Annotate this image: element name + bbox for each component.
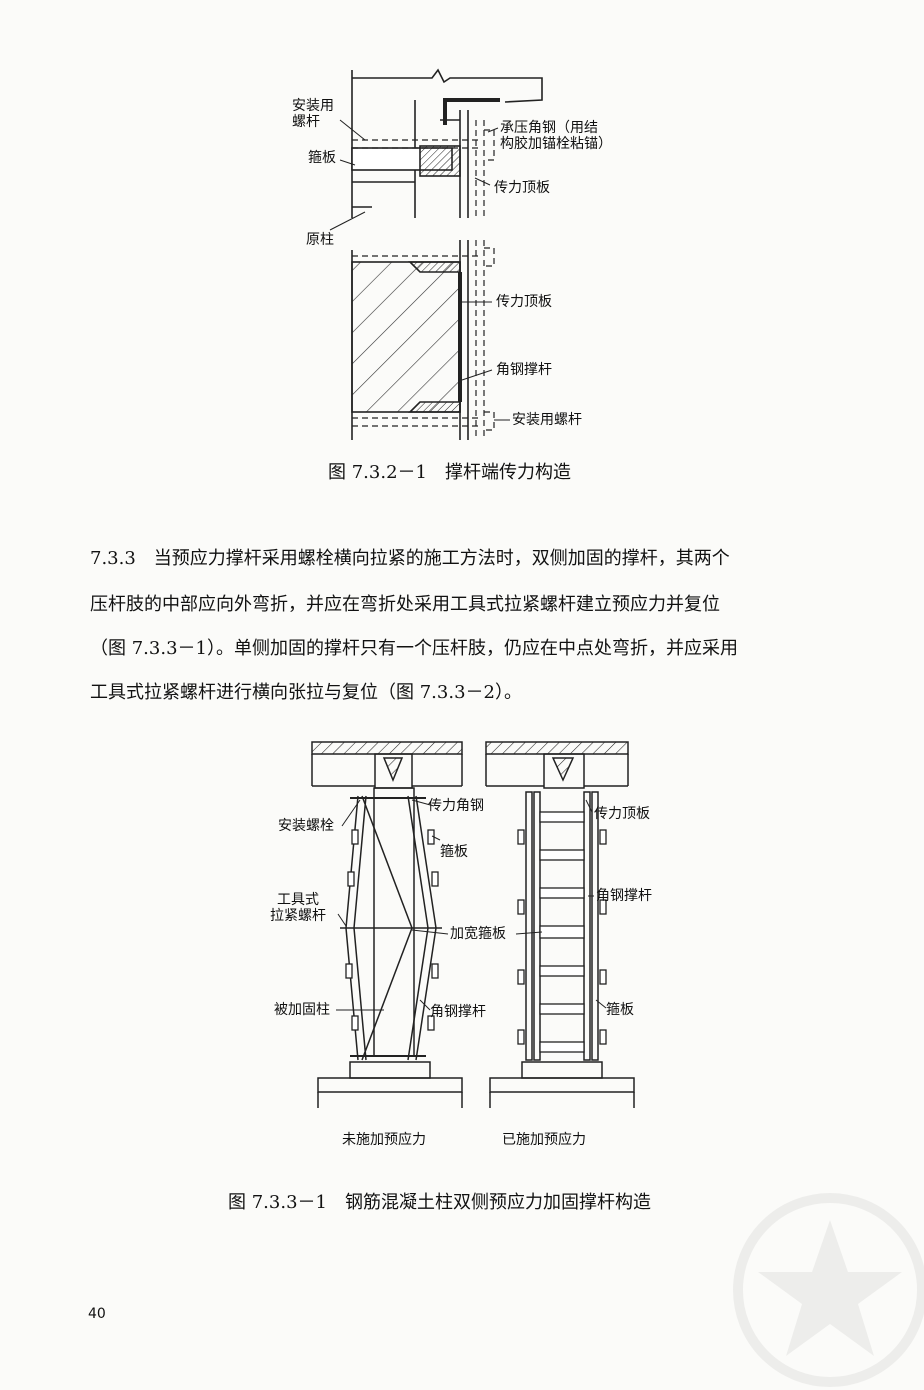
- label-angle-strut-right: 角钢撑杆: [596, 888, 652, 904]
- label-transfer-plate: 传力顶板: [594, 806, 650, 822]
- label-tool-bolt: 工具式 拉紧螺杆: [270, 892, 326, 924]
- paragraph-line: （图 7.3.3－1）。单侧加固的撑杆只有一个压杆肢，仍应在中点处弯折，并应采用: [90, 638, 738, 659]
- paragraph-line: 压杆肢的中部应向外弯折，并应在弯折处采用工具式拉紧螺杆建立预应力并复位: [90, 594, 720, 615]
- label-bearing-angle: 承压角钢（用结 构胶加锚栓粘锚）: [500, 120, 612, 152]
- watermark-star-icon: [733, 1193, 924, 1387]
- label-state-before: 未施加预应力: [342, 1132, 426, 1148]
- label-hoop-plate: 箍板: [308, 150, 336, 166]
- label-install-bolt-2: 安装螺栓: [278, 818, 334, 834]
- label-transfer-plate-mid: 传力顶板: [496, 294, 552, 310]
- label-original-column: 原柱: [306, 232, 334, 248]
- label-hoop-plate-left: 箍板: [440, 844, 468, 860]
- label-angle-strut-left: 角钢撑杆: [430, 1004, 486, 1020]
- label-angle-strut: 角钢撑杆: [496, 362, 552, 378]
- label-install-bolt-bottom: 安装用螺杆: [512, 412, 582, 428]
- figure-caption: 图 7.3.2－1 撑杆端传力构造: [328, 462, 571, 483]
- label-reinforced-column: 被加固柱: [274, 1002, 330, 1018]
- paragraph-line: 7.3.3 当预应力撑杆采用螺栓横向拉紧的施工方法时，双侧加固的撑杆，其两个: [90, 548, 730, 569]
- page-number: 40: [88, 1306, 106, 1322]
- figure-caption: 图 7.3.3－1 钢筋混凝土柱双侧预应力加固撑杆构造: [228, 1192, 651, 1213]
- label-state-after: 已施加预应力: [502, 1132, 586, 1148]
- label-transfer-plate-top: 传力顶板: [494, 180, 550, 196]
- label-hoop-plate-right: 箍板: [606, 1002, 634, 1018]
- label-install-bolt: 安装用 螺杆: [292, 98, 334, 130]
- figure-7-3-2-1-drawing: [329, 68, 543, 440]
- paragraph-line: 工具式拉紧螺杆进行横向张拉与复位（图 7.3.3－2）。: [90, 682, 522, 703]
- label-widened-hoop: 加宽箍板: [450, 926, 506, 942]
- label-transfer-angle: 传力角钢: [428, 798, 484, 814]
- figure-7-3-3-1-drawing: [311, 741, 635, 1108]
